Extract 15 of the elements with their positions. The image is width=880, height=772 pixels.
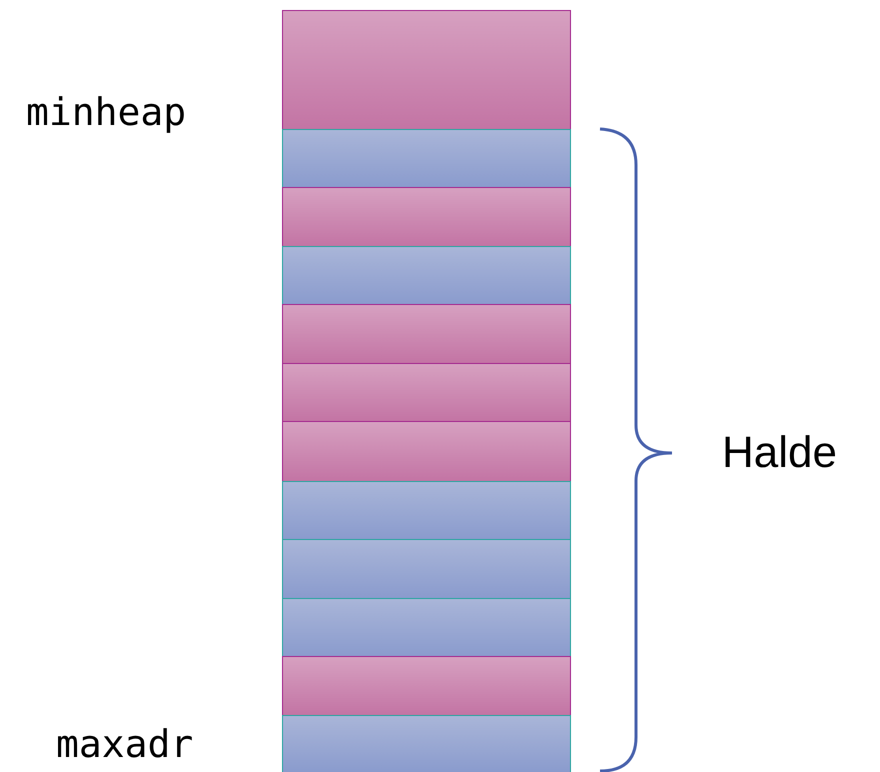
memory-block [282,246,571,305]
memory-block [282,363,571,422]
address-label: maxadr [56,722,194,766]
brace-label: Halde [722,428,837,478]
address-label: minheap [26,90,186,134]
memory-block [282,10,571,130]
memory-block [282,481,571,540]
memory-block [282,715,571,772]
memory-block [282,598,571,657]
memory-block [282,304,571,364]
memory-block [282,187,571,247]
memory-block [282,129,571,188]
memory-block [282,539,571,599]
memory-block [282,656,571,716]
memory-block [282,421,571,482]
